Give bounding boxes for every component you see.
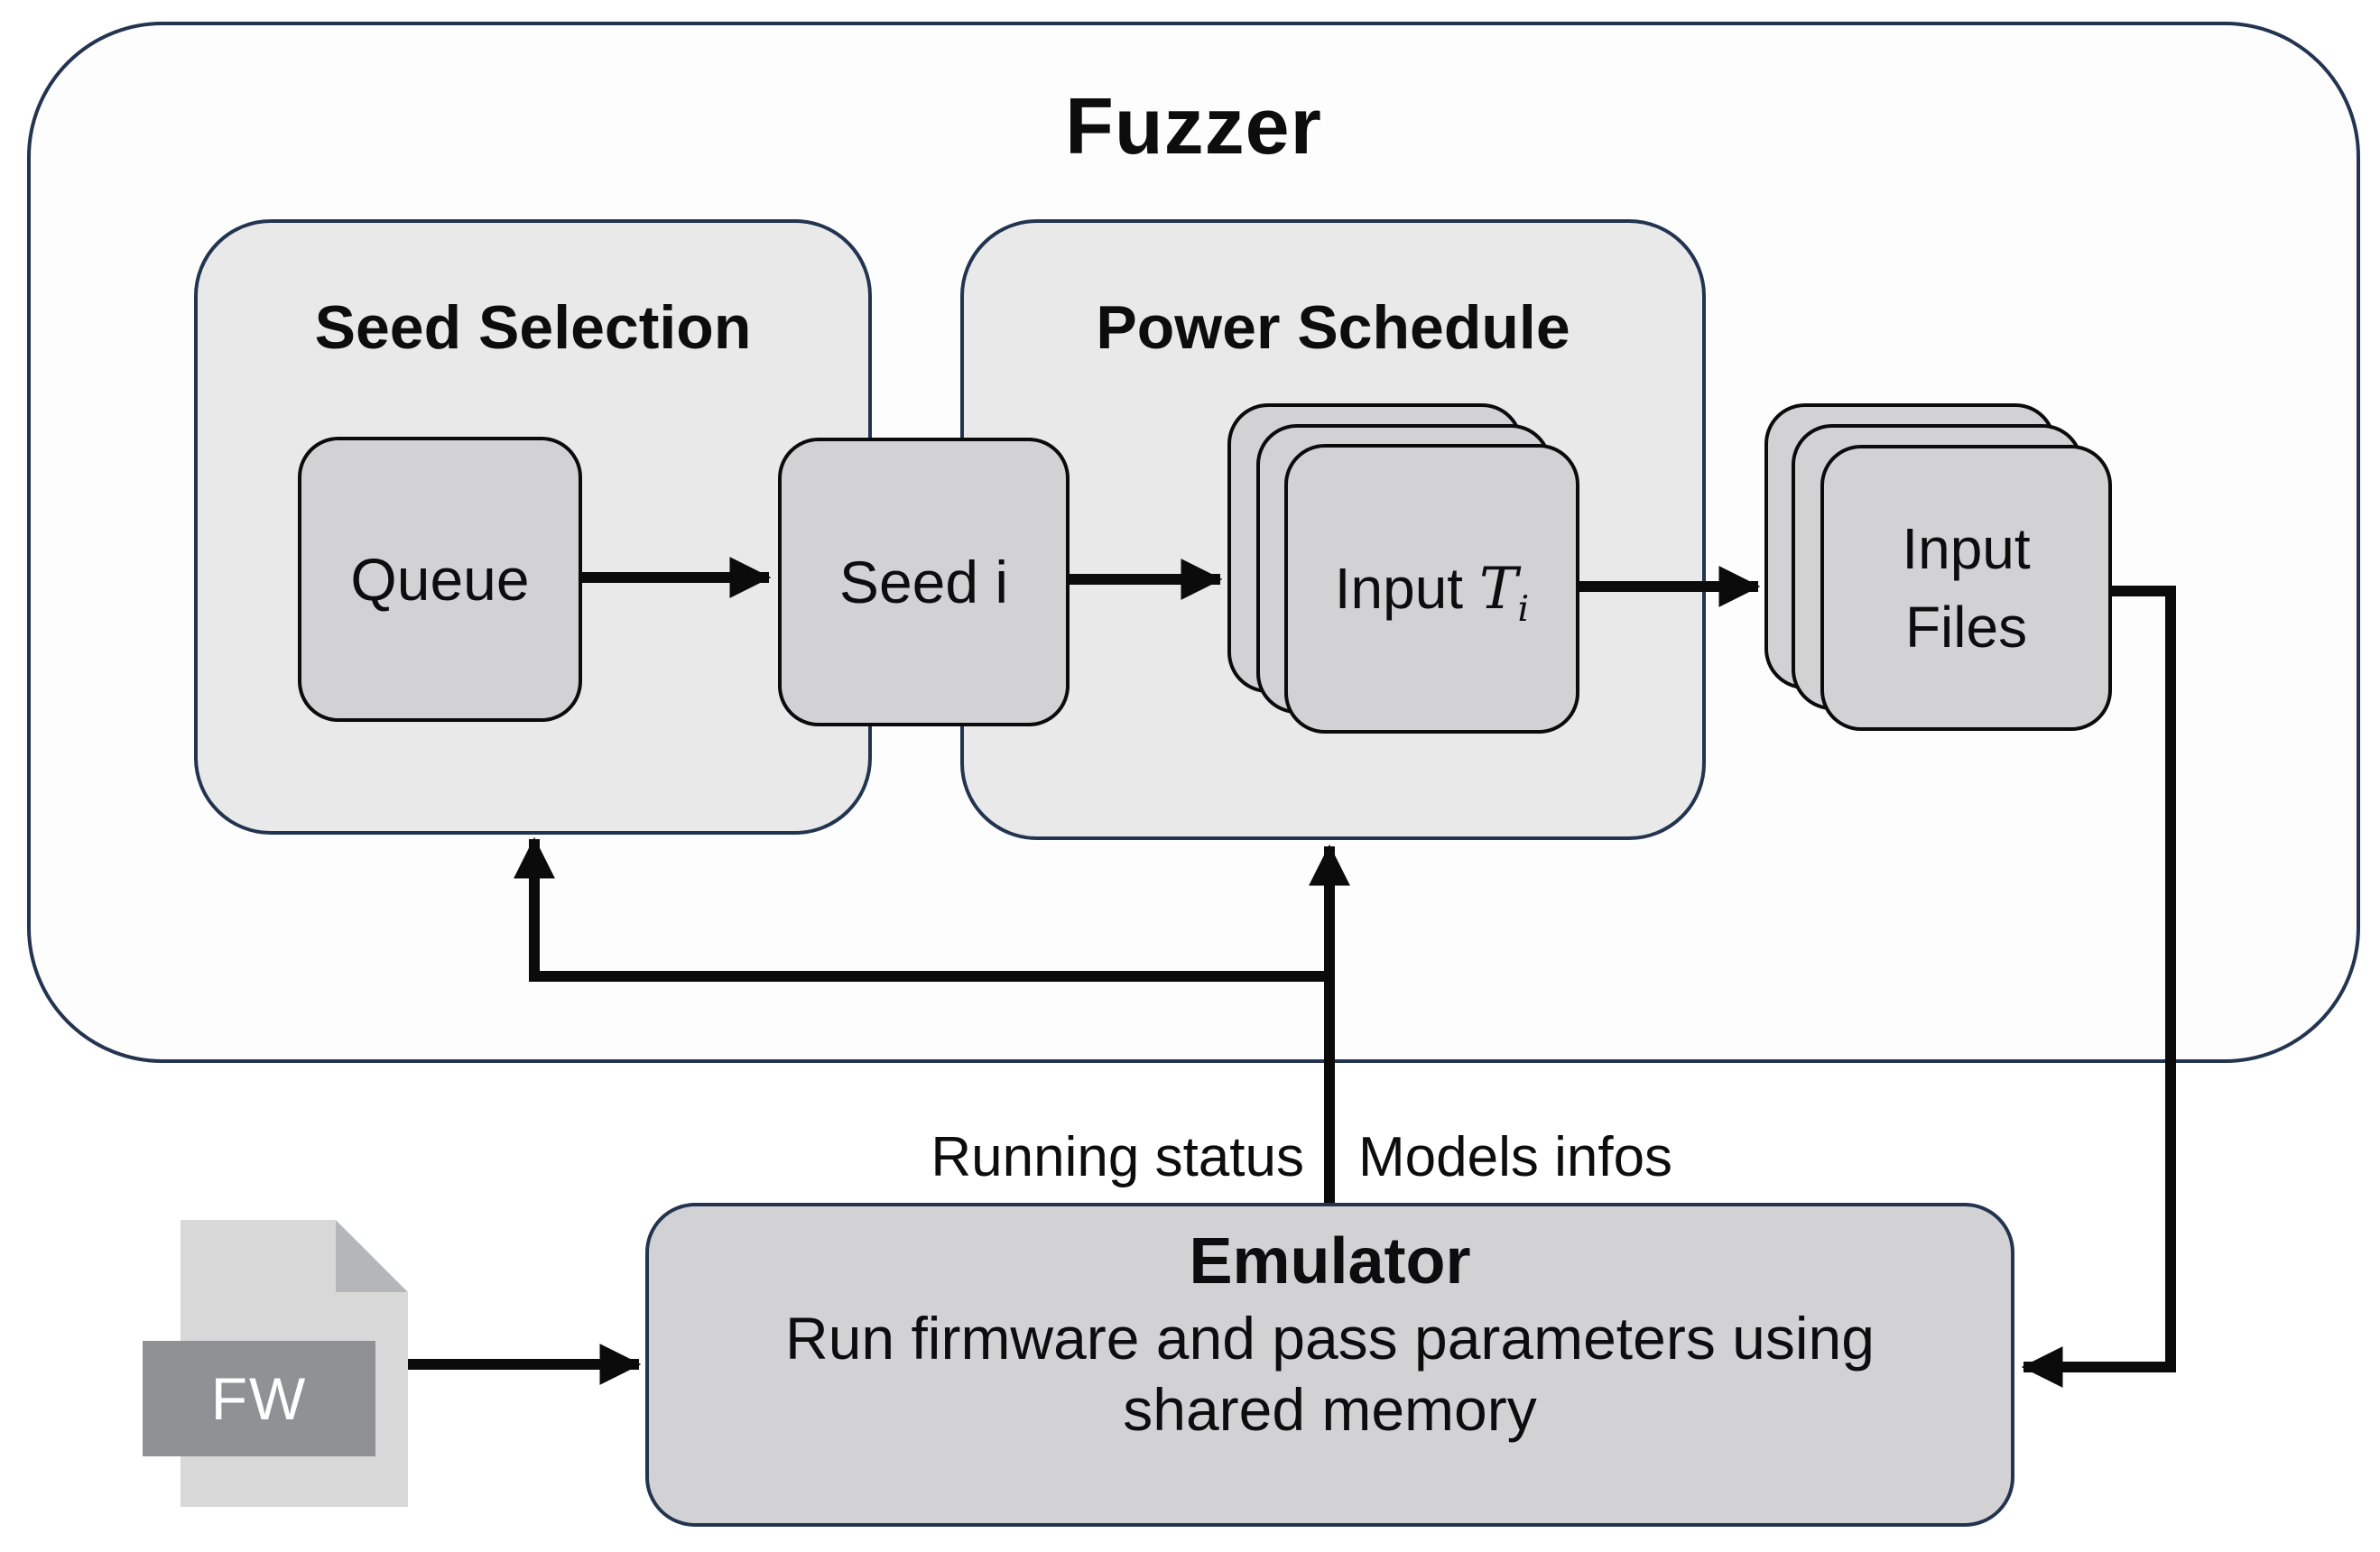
input-ti-card-front: Input Ti <box>1284 444 1579 734</box>
input-ti-stack: Input Ti <box>1227 403 1579 734</box>
running-status-label: Running status <box>931 1126 1304 1188</box>
emulator-title: Emulator <box>1189 1225 1471 1298</box>
emulator-node: Emulator Run firmware and pass parameter… <box>645 1203 2014 1527</box>
models-infos-label: Models infos <box>1358 1126 1673 1188</box>
fuzzer-title: Fuzzer <box>1065 81 1322 171</box>
input-ti-label: Input Ti <box>1334 555 1530 630</box>
fw-label: FW <box>210 1365 308 1432</box>
seed-selection-title: Seed Selection <box>314 293 752 362</box>
emulator-description: Run firmware and pass parameters using s… <box>785 1305 1875 1444</box>
fw-banner: FW <box>143 1341 375 1456</box>
queue-label: Queue <box>350 546 530 613</box>
seed-i-node: Seed i <box>778 438 1070 726</box>
power-schedule-title: Power Schedule <box>1096 293 1570 362</box>
seed-i-label: Seed i <box>838 549 1009 615</box>
queue-node: Queue <box>298 437 582 722</box>
fw-folded-corner-icon <box>336 1220 408 1292</box>
